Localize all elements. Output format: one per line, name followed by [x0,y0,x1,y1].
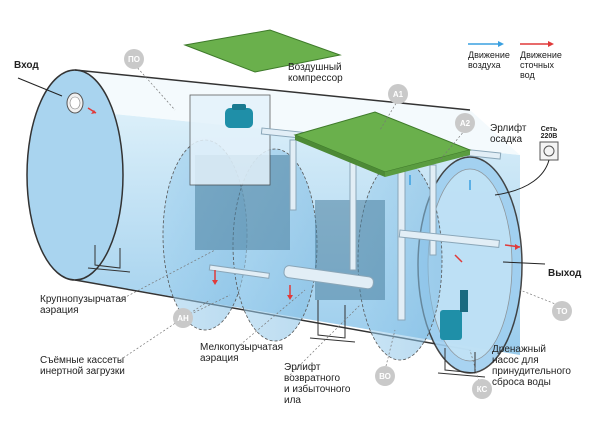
label-inlet: Вход [14,60,39,71]
inlet-pipe-icon [66,92,84,114]
svg-text:А2: А2 [460,119,471,128]
legend-air-label: Движение воздуха [468,50,510,70]
label-outlet: Выход [548,268,582,279]
svg-text:А1: А1 [393,90,404,99]
svg-text:АН: АН [177,314,189,323]
support-left [87,245,131,273]
horizontal-pipe-2 [398,229,501,248]
riser-4 [429,164,437,256]
support-mid [309,300,356,343]
label-air-compressor: Воздушный компрессор [288,62,343,84]
flow-arrows [87,107,521,300]
riser-2 [349,149,357,271]
riser-3 [397,159,406,321]
label-power: Сеть 220В [540,126,558,140]
badge-ks: КС [472,379,492,399]
label-drain-pump: Дренажный насос для принудительного сбро… [492,344,571,388]
svg-text:ПО: ПО [128,55,140,64]
drain-pump-icon [440,290,468,340]
air-compressor-icon [225,104,253,128]
badge-vo: ВО [375,366,395,386]
io-lines [17,77,546,265]
badge-a2: А2 [455,113,475,133]
label-removable-cassettes: Съёмные кассеты инертной загрузки [40,355,125,377]
svg-text:ВО: ВО [379,372,391,381]
legend-sewage-label: Движение сточных вод [520,50,562,80]
sewage-arrow-3 [454,254,463,263]
label-sludge-airlift: Эрлифт осадка [490,123,527,145]
horizontal-pipe-1 [283,265,374,290]
label-coarse-aeration: Крупнопузырчатая аэрация [40,294,127,316]
badge-to: ТО [552,301,572,321]
label-return-airlift: Эрлифт возвратного и избыточного ила [284,362,351,406]
badge-a1: А1 [388,84,408,104]
badge-an: АН [173,308,193,328]
power-socket-icon [494,141,559,196]
svg-text:ТО: ТО [557,307,568,316]
lid-left [183,29,342,73]
label-fine-aeration: Мелкопузырчатая аэрация [200,342,284,364]
riser-1 [289,139,297,211]
badge-po: ПО [124,49,144,69]
legend-arrows [468,41,554,47]
svg-text:КС: КС [477,385,488,394]
aeration-pipe [208,264,270,279]
